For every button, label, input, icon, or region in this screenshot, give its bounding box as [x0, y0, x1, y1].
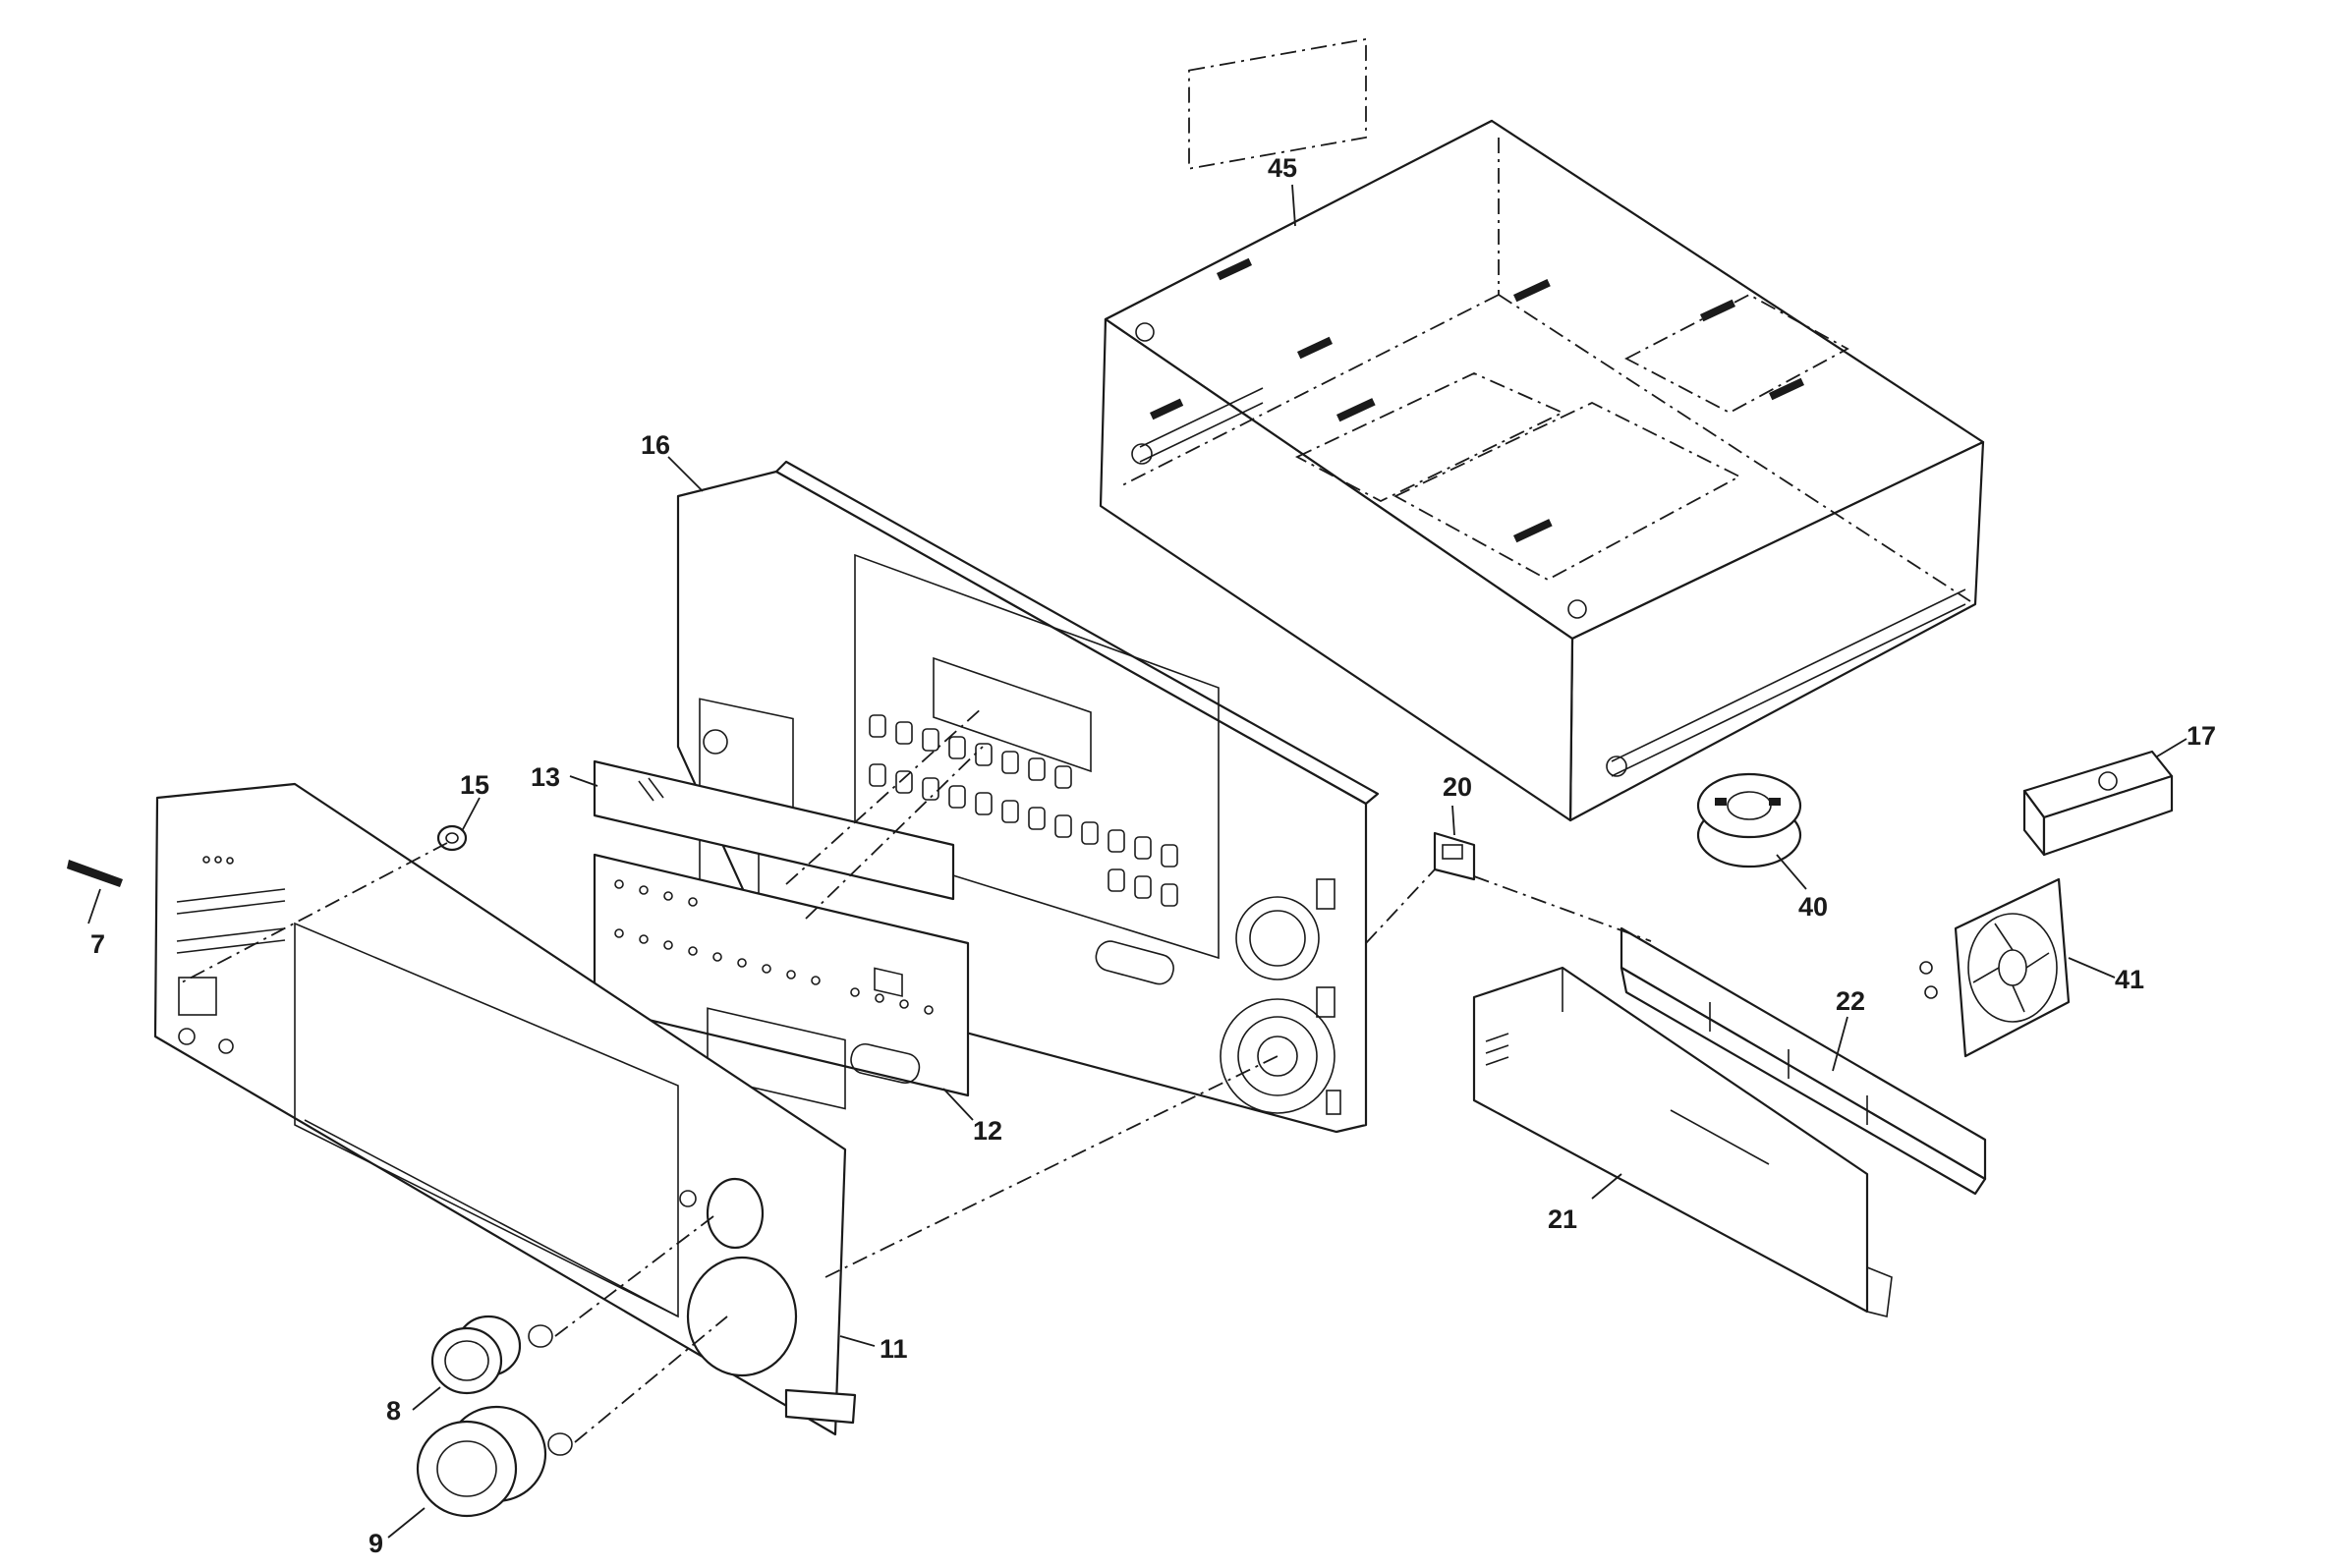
callout-22: 22	[1836, 986, 1865, 1016]
large-knob-part	[416, 1405, 573, 1518]
callout-8: 8	[386, 1396, 401, 1426]
callout-12: 12	[973, 1116, 1002, 1146]
callout-7: 7	[90, 929, 105, 959]
small-knob-part	[430, 1315, 553, 1395]
callout-45: 45	[1268, 153, 1297, 183]
callout-40: 40	[1798, 892, 1828, 922]
lever-part-7	[67, 860, 123, 887]
callout-21: 21	[1548, 1204, 1577, 1234]
callout-16: 16	[641, 430, 670, 460]
front-rail-part-21	[1472, 966, 1893, 1317]
rear-rail-part-22	[1620, 926, 1987, 1196]
callout-9: 9	[369, 1529, 383, 1558]
callout-leaders	[87, 184, 2188, 1539]
module-part-17	[2022, 750, 2174, 857]
front-panel-part	[153, 782, 857, 1436]
display-window-part	[593, 759, 955, 901]
cooling-fan-part	[1919, 877, 2071, 1058]
callout-41: 41	[2115, 965, 2144, 994]
callout-15: 15	[460, 770, 489, 800]
frame-jack-grid	[869, 714, 1178, 907]
rotary-part-40	[1696, 772, 1802, 868]
assembly-lines	[181, 706, 1652, 1443]
pcb-led-holes	[614, 879, 934, 1015]
top-cover-part	[1099, 37, 1985, 822]
callout-17: 17	[2187, 721, 2216, 751]
indicator-pcb-part	[593, 853, 970, 1110]
callout-11: 11	[880, 1334, 908, 1364]
bracket-part-20	[1433, 831, 1476, 881]
callout-20: 20	[1443, 772, 1472, 802]
callout-13: 13	[531, 762, 560, 792]
